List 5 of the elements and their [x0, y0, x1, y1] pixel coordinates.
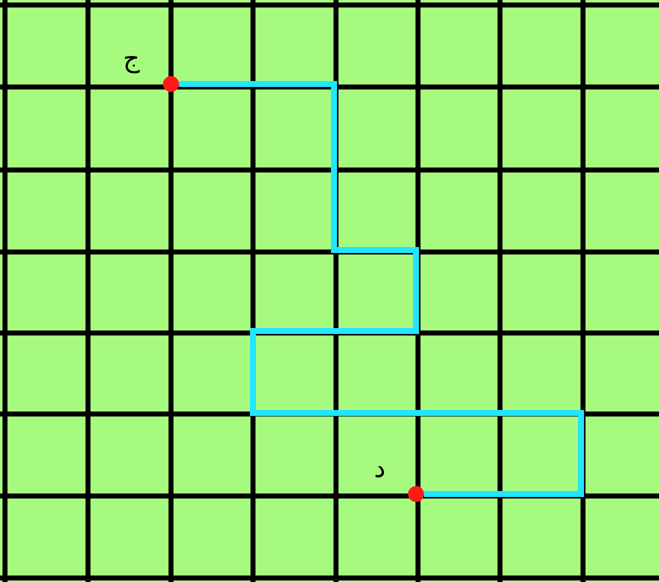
path-line [179, 81, 584, 497]
point-marker [408, 486, 424, 502]
point-marker [163, 76, 179, 92]
point-label: ج [123, 44, 140, 74]
point-label: د [374, 454, 386, 484]
